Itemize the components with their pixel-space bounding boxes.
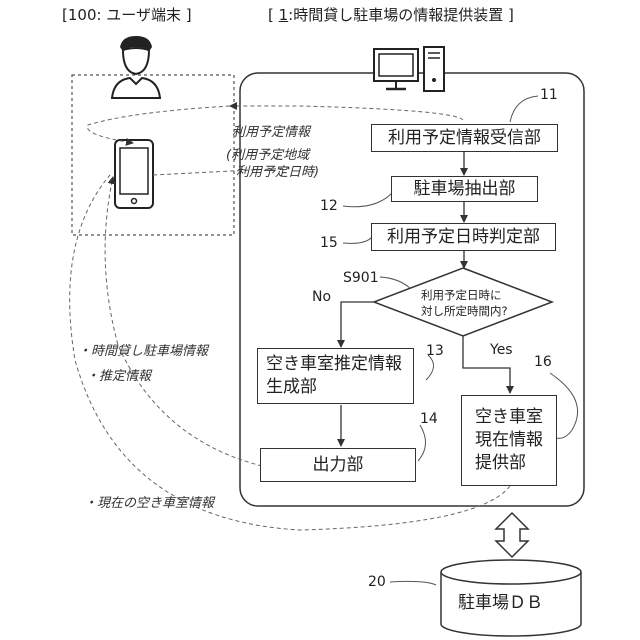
decision-diamond <box>374 268 552 336</box>
branch-yes: Yes <box>490 343 513 357</box>
flow-hourly-parking-info: ・時間貸し駐車場情報 <box>78 345 208 358</box>
ref-14: 14 <box>420 412 438 426</box>
decision-line1: 利用予定日時に <box>421 290 502 302</box>
flow-estimated-info: ・推定情報 <box>86 370 151 383</box>
ref-13: 13 <box>426 344 444 358</box>
estimator-block-label: 空き車室推定情報 生成部 <box>266 353 402 399</box>
judge-block-label: 利用予定日時判定部 <box>387 226 540 249</box>
db-double-arrow <box>496 513 528 557</box>
flow-current-vacancy-info: ・現在の空き車室情報 <box>84 497 214 510</box>
estimator-line1: 空き車室推定情報 <box>266 354 402 374</box>
ref-15: 15 <box>320 236 338 250</box>
provider-line1: 空き車室 <box>475 407 543 427</box>
provider-block-label: 空き車室 現在情報 提供部 <box>475 406 543 475</box>
flow-usage-area: (利用予定地域 <box>226 149 309 162</box>
database-label: 駐車場ＤＢ <box>458 595 543 612</box>
receiver-block-label: 利用予定情報受信部 <box>388 127 541 150</box>
estimator-line2: 生成部 <box>266 377 317 397</box>
output-block-label: 出力部 <box>313 454 364 477</box>
ref-16: 16 <box>534 355 552 369</box>
ref-12: 12 <box>320 199 338 213</box>
decision-line2: 対し所定時間内? <box>421 306 508 318</box>
ref-11: 11 <box>540 88 558 102</box>
user-terminal-header: [100: ユーザ端末 ] <box>62 8 192 23</box>
extractor-block: 駐車場抽出部 <box>391 176 538 202</box>
user-icon <box>112 36 160 98</box>
estimator-block: 空き車室推定情報 生成部 <box>257 348 414 404</box>
ref-s901: S901 <box>343 271 379 285</box>
device-header: [ 1:時間貸し駐車場の情報提供装置 ] <box>268 8 514 23</box>
device-header-open: [ <box>268 6 279 24</box>
provider-block: 空き車室 現在情報 提供部 <box>461 395 557 486</box>
judge-block: 利用予定日時判定部 <box>371 223 556 251</box>
flow-usage-info: 利用予定情報 <box>232 126 310 139</box>
flow-usage-datetime: 利用予定日時) <box>236 166 319 179</box>
device-header-name: :時間貸し駐車場の情報提供装置 ] <box>288 6 514 24</box>
computer-icon <box>374 47 444 91</box>
device-header-number: 1 <box>279 6 289 24</box>
provider-line2: 現在情報 <box>475 430 543 450</box>
extractor-block-label: 駐車場抽出部 <box>414 178 516 201</box>
ref-20: 20 <box>368 575 386 589</box>
receiver-block: 利用予定情報受信部 <box>371 124 558 152</box>
output-block: 出力部 <box>260 448 416 482</box>
branch-no: No <box>312 290 331 304</box>
provider-line3: 提供部 <box>475 453 526 473</box>
smartphone-icon <box>115 140 153 208</box>
